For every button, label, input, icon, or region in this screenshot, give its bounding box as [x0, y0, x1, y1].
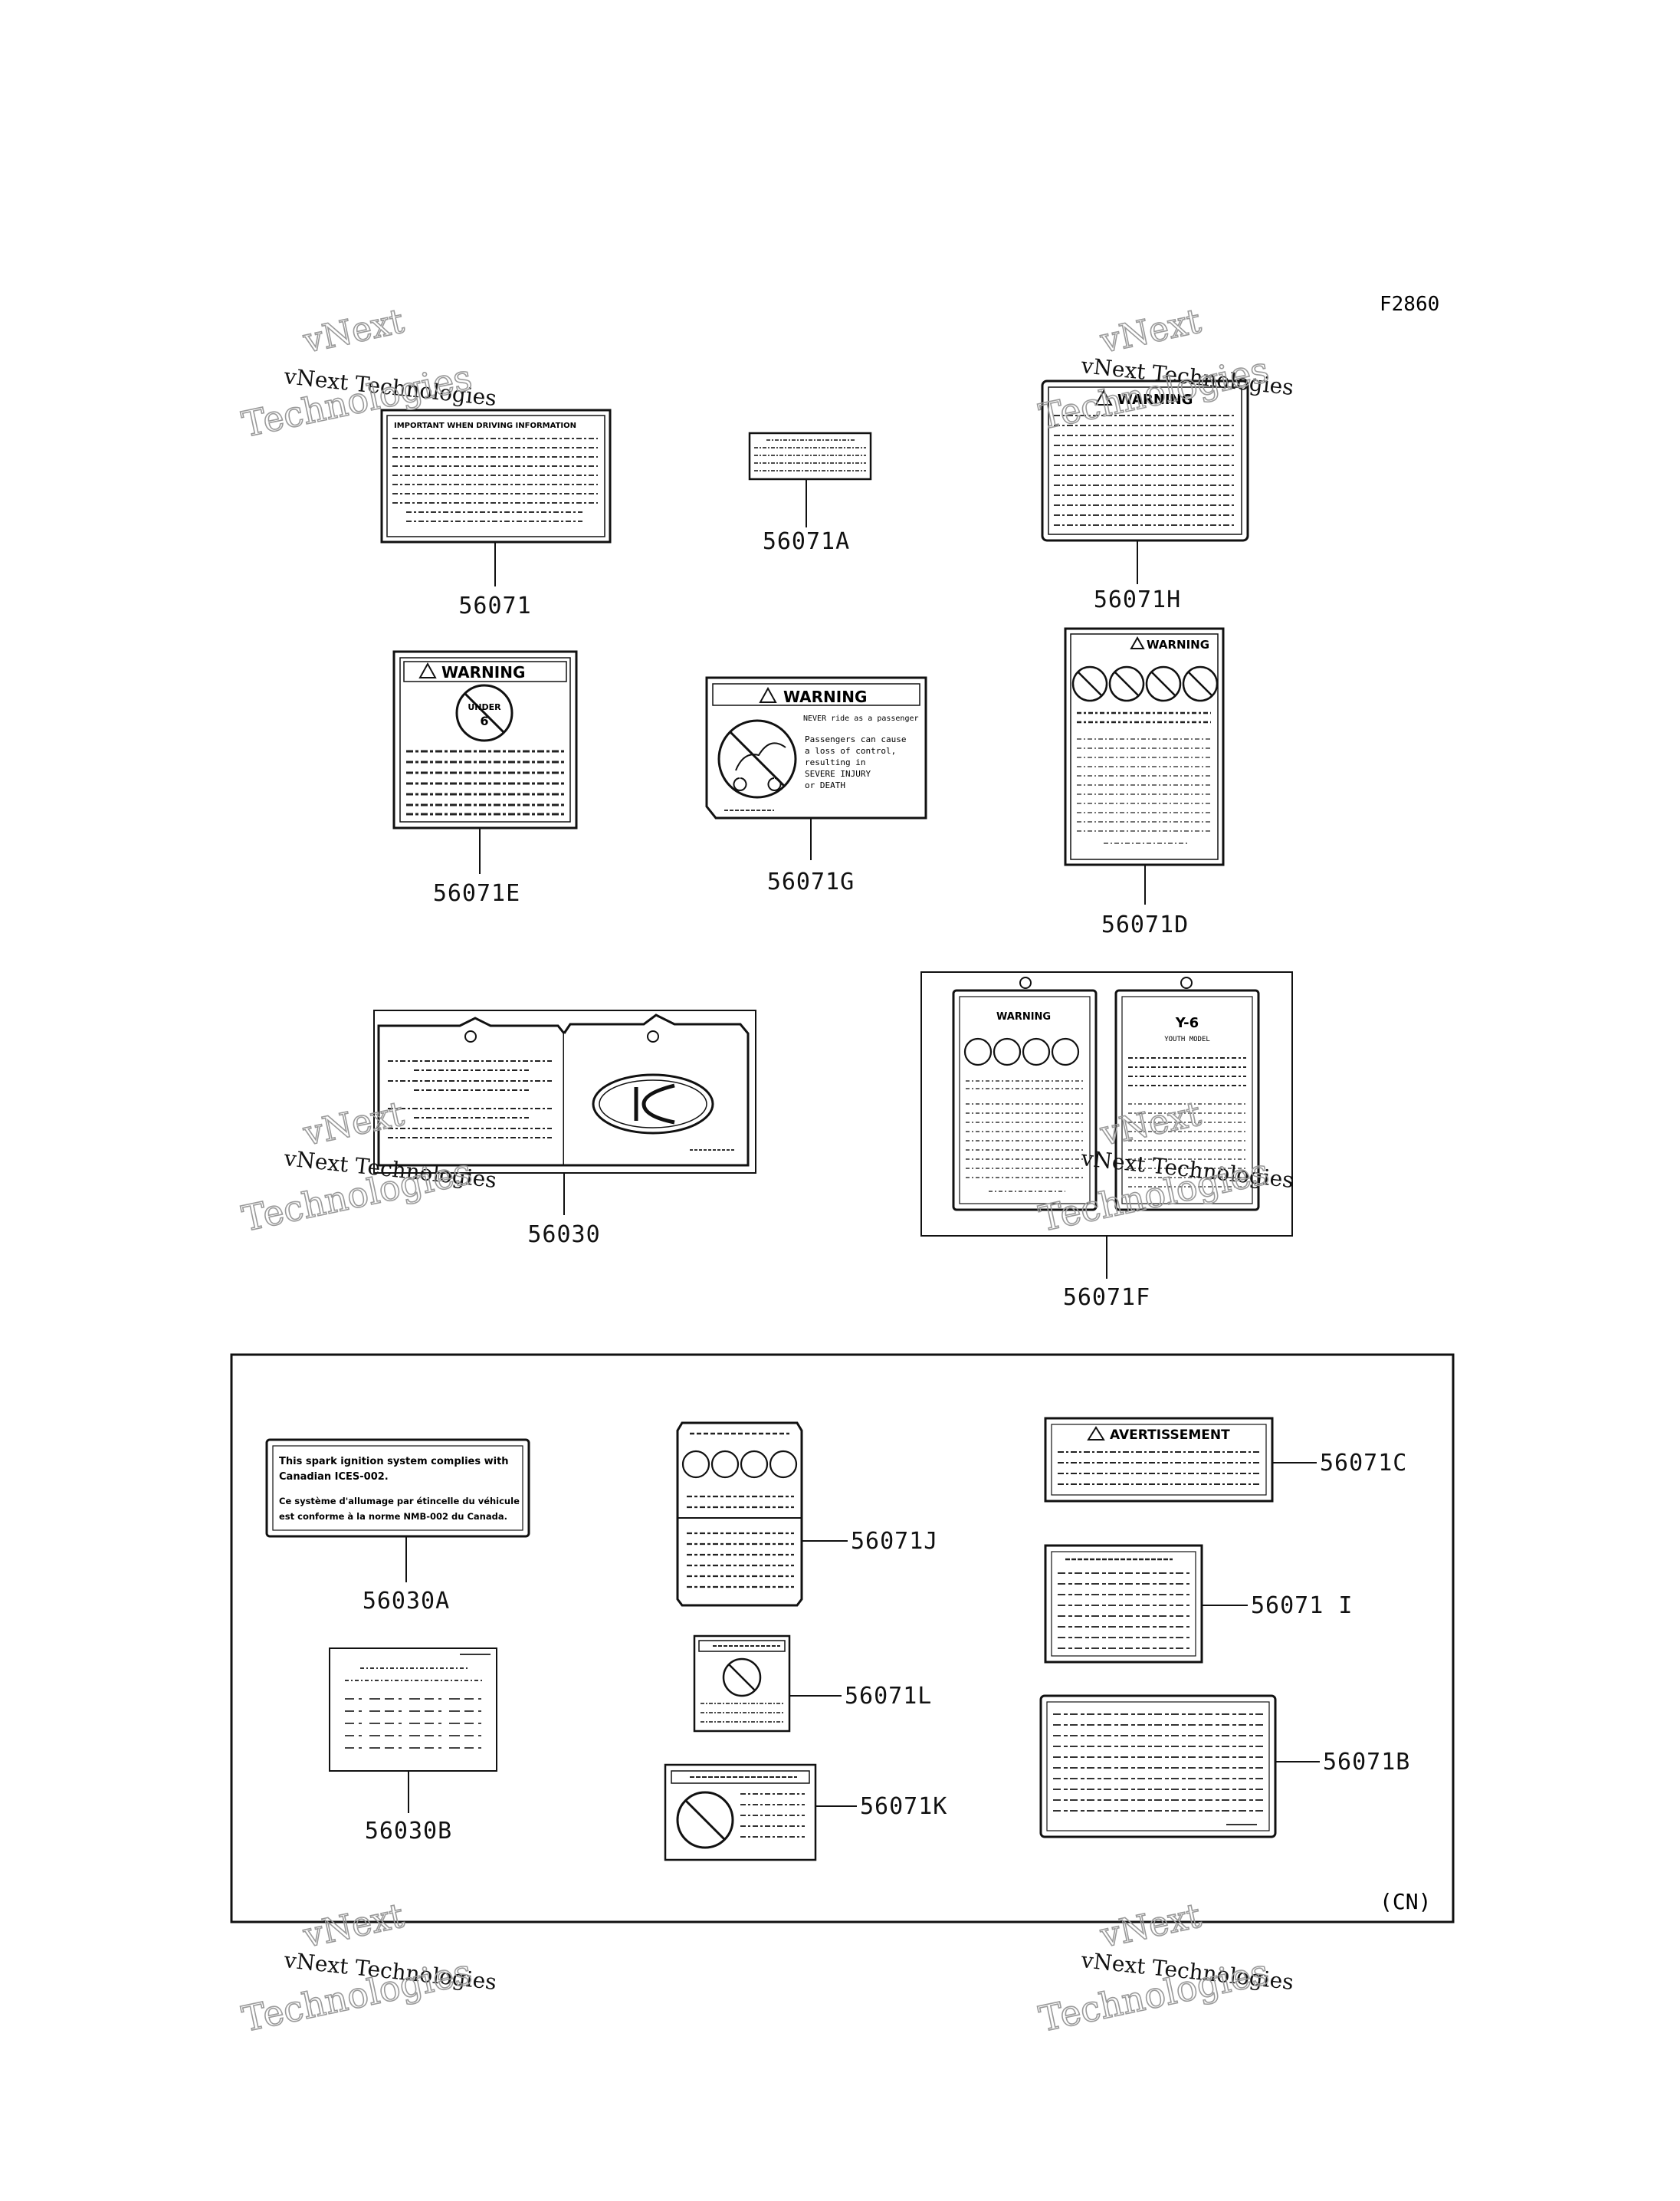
passenger-text-1: Passengers can cause [805, 734, 906, 744]
label-56071G[interactable]: WARNING NEVER ride as a passenger Passen… [705, 676, 927, 895]
part-number-56071J: 56071J [851, 1528, 938, 1555]
warning-heading-56071F: WARNING [996, 1011, 1051, 1023]
passenger-text-3: resulting in [805, 757, 865, 767]
canada-text-1: This spark ignition system complies with [279, 1456, 509, 1467]
canada-text-3: Ce système d'allumage par étincelle du v… [279, 1496, 520, 1506]
label-56030B[interactable]: 56030B [329, 1647, 497, 1845]
part-number-56071E: 56071E [433, 880, 520, 907]
part-number-56030: 56030 [527, 1221, 600, 1248]
part-number-56071B: 56071B [1323, 1749, 1410, 1776]
label-56071D[interactable]: WARNING 56071D [1064, 627, 1225, 938]
part-number-56071A: 56071A [763, 528, 850, 555]
cn-group-box [230, 1353, 1455, 1923]
part-number-56071D: 56071D [1101, 912, 1189, 938]
passenger-text-2: a loss of control, [805, 746, 896, 756]
part-number-56071I: 56071 I [1251, 1592, 1353, 1619]
warning-heading-56071D: WARNING [1147, 638, 1209, 652]
label-56030[interactable]: 56030 [373, 1010, 756, 1248]
label-56071H[interactable]: WARNING 56071H [1041, 379, 1249, 613]
warning-heading-56071G: WARNING [783, 688, 867, 706]
figure-code: F2860 [1380, 293, 1439, 316]
svg-text:vNext: vNext [1097, 1896, 1205, 1956]
part-number-56071K: 56071K [860, 1793, 947, 1820]
label-56071C[interactable]: AVERTISSEMENT 56071C [1044, 1417, 1407, 1503]
youth-model-text: YOUTH MODEL [1164, 1036, 1210, 1043]
part-number-56030B: 56030B [365, 1818, 452, 1845]
never-ride-text: NEVER ride as a passenger [803, 715, 919, 723]
warning-heading-56071H: WARNING [1117, 392, 1193, 408]
region-code: (CN) [1380, 1889, 1431, 1914]
part-number-56071F: 56071F [1063, 1284, 1150, 1311]
svg-text:vNext: vNext [1097, 301, 1205, 361]
label-56071K[interactable]: 56071K [664, 1763, 947, 1861]
label-56071L[interactable]: 56071L [693, 1634, 932, 1733]
canada-text-4: est conforme à la norme NMB-002 du Canad… [279, 1511, 507, 1522]
part-number-56071G: 56071G [767, 869, 855, 895]
warning-heading-56071E: WARNING [441, 663, 525, 682]
svg-text:vNext: vNext [300, 301, 408, 361]
label-56071A[interactable]: 56071A [748, 432, 872, 555]
youth-title: Y-6 [1175, 1015, 1199, 1031]
watermark-bottom-right: vNext vNext Technologies Technologies [1035, 1896, 1294, 2041]
part-number-56030A: 56030A [363, 1588, 450, 1615]
label-56071J[interactable]: 56071J [676, 1421, 938, 1607]
important-title: IMPORTANT WHEN DRIVING INFORMATION [394, 422, 576, 430]
avertissement-heading-56071C: AVERTISSEMENT [1110, 1427, 1230, 1443]
canada-text-2: Canadian ICES-002. [279, 1471, 389, 1483]
part-number-56071L: 56071L [845, 1683, 932, 1710]
svg-text:vNext: vNext [300, 1896, 408, 1956]
passenger-text-5: or DEATH [805, 780, 845, 790]
label-56071E[interactable]: WARNING UNDER 6 56071E [392, 650, 578, 907]
under-number: 6 [480, 714, 488, 728]
part-number-56071: 56071 [458, 593, 531, 619]
part-number-56071H: 56071H [1094, 586, 1181, 613]
part-number-56071C: 56071C [1320, 1450, 1407, 1477]
label-56071B[interactable]: 56071B [1039, 1694, 1410, 1838]
label-56071I[interactable]: 56071 I [1044, 1544, 1353, 1664]
under-text: UNDER [468, 702, 501, 712]
passenger-text-4: SEVERE INJURY [805, 769, 871, 779]
label-56071[interactable]: IMPORTANT WHEN DRIVING INFORMATION 56071 [380, 409, 612, 619]
label-56030A[interactable]: This spark ignition system complies with… [265, 1438, 530, 1615]
watermark-bottom-left: vNext vNext Technologies Technologies [238, 1896, 497, 2041]
label-56071F[interactable]: WARNING Y-6 YOUTH MODEL 560 [920, 971, 1293, 1311]
